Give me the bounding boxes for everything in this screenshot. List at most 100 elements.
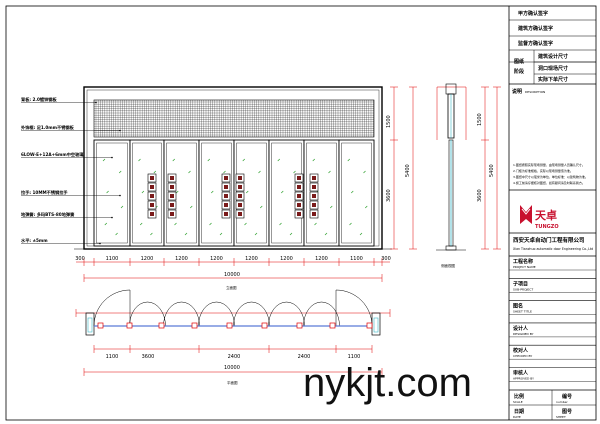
field-1: 工程名称 — [513, 258, 533, 265]
plan-pivots — [97, 322, 373, 329]
elevation-dim: 1100 — [106, 256, 119, 262]
glass-reflection-mark — [258, 170, 261, 174]
scale-label-en: SCALE — [513, 400, 523, 404]
elevation-dim: 1100 — [350, 256, 363, 262]
pivot-marker — [329, 322, 336, 329]
plan-total-width: 10000 — [224, 365, 240, 371]
field-2-en: SUB-PROJECT — [513, 287, 533, 291]
door-panel — [338, 139, 375, 247]
elevation-total-height: 5400 — [405, 164, 411, 177]
callout-4: 拉手: 10MM不锈钢拉手 — [21, 189, 68, 196]
field-3: 图名 — [513, 303, 523, 310]
logo-cn: 天卓 — [535, 208, 557, 222]
glass-reflection-mark — [347, 158, 350, 162]
pivot-marker — [261, 322, 268, 329]
side-height-bottom: 3600 — [477, 189, 483, 202]
scale-label: 比例 — [514, 393, 524, 400]
swing-arc — [198, 301, 235, 327]
glass-reflection-mark — [281, 190, 284, 194]
glass-door-panels — [93, 139, 375, 247]
glass-reflection-mark — [254, 232, 258, 236]
glass-reflection-mark — [174, 222, 177, 226]
glass-reflection-mark — [115, 232, 118, 236]
field-5: 校对人 — [513, 347, 529, 354]
plan-view-name: 平面图 — [227, 380, 238, 385]
glass-reflection-mark — [219, 232, 223, 236]
note-4: 4.施工前请仔细核对图纸，如有疑问请及时联系我方。 — [513, 180, 585, 185]
date-label: 日期 — [514, 408, 524, 415]
sheet-label-en: SHEET — [556, 415, 566, 419]
swing-arc — [93, 289, 131, 327]
glass-reflection-mark — [118, 170, 122, 174]
title-block: 甲方确认签字 建筑方确认签字 监督方确认签字 图纸 阶段 建筑设计尺寸 洞口现场… — [508, 6, 596, 420]
glass-reflection-mark — [242, 158, 245, 162]
glass-reflection-mark — [260, 205, 263, 209]
plan-dim: 3600 — [142, 354, 155, 360]
glass-reflection-mark — [150, 232, 153, 236]
glass-reflection-mark — [184, 232, 188, 236]
field-6-en: APPROVED BY — [513, 377, 534, 381]
description-en: DESCRIPTION — [525, 90, 545, 94]
stage-label-1: 图纸 — [514, 58, 524, 65]
glass-reflection-mark — [102, 158, 106, 162]
callout-1: 背板: 2.0镀锌钢板 — [21, 96, 57, 103]
glass-reflection-mark — [246, 190, 249, 194]
elevation-dim: 300 — [75, 256, 85, 262]
elevation-dim: 1200 — [141, 256, 154, 262]
swing-arc — [163, 301, 200, 327]
elevation-height-top: 1500 — [386, 115, 392, 128]
glass-reflection-mark — [104, 222, 108, 226]
header-panel — [93, 99, 375, 138]
door-swing-arcs — [93, 289, 373, 327]
field-1-en: PROJECT NAME — [513, 265, 536, 269]
pivot-marker — [158, 322, 165, 329]
company-name-cn: 西安天卓自动门工程有限公司 — [513, 236, 585, 244]
swing-arc — [335, 289, 373, 327]
glass-reflection-mark — [120, 205, 124, 209]
glass-reflection-mark — [153, 170, 157, 174]
glass-reflection-mark — [293, 170, 296, 174]
glass-reflection-mark — [351, 190, 354, 194]
pivot-marker — [296, 322, 303, 329]
field-5-en: CHECKED BY — [513, 354, 532, 358]
plan-dim: 2400 — [298, 354, 311, 360]
field-3-en: SHEET TITLE — [513, 310, 532, 314]
swing-arc — [268, 301, 305, 327]
glass-reflection-mark — [279, 222, 282, 226]
field-4-en: DESIGNED BY — [513, 332, 534, 336]
sign-row-1: 甲方确认签字 — [518, 10, 548, 17]
side-height-top: 1500 — [477, 113, 483, 126]
elevation-total-width: 10000 — [224, 272, 240, 278]
callout-3: 6LOW-E+12A+6mm中空玻璃 — [21, 151, 84, 158]
glass-reflection-mark — [176, 190, 179, 194]
glass-reflection-mark — [365, 205, 368, 209]
plan-dim: 1100 — [348, 354, 361, 360]
header-panel-mesh — [94, 100, 374, 137]
side-section: 1500 3600 5400 侧面视图 — [436, 83, 501, 268]
elevation-height-bottom: 3600 — [386, 189, 392, 202]
plan-dim: 2400 — [228, 354, 241, 360]
glass-reflection-mark — [190, 205, 193, 209]
glass-reflection-mark — [244, 222, 247, 226]
elevation-dim: 1200 — [210, 256, 223, 262]
door-panel — [233, 139, 270, 247]
glass-reflection-mark — [314, 222, 317, 226]
glass-reflection-mark — [172, 158, 175, 162]
sign-row-3: 监督方确认签字 — [518, 40, 553, 47]
glass-reflection-mark — [312, 158, 315, 162]
number-label-en: number — [556, 400, 568, 404]
callout-2: 外饰框: 足1.0mm不锈钢板 — [21, 124, 75, 131]
company-name-en: Xian Tianzhuo automatic door Engineering… — [513, 247, 593, 251]
elevation-dim: 1200 — [175, 256, 188, 262]
side-view-name: 侧面视图 — [441, 263, 455, 268]
pivot-marker — [97, 322, 104, 329]
swing-arc — [233, 301, 270, 327]
note-3: 3.图纸中尺寸以毫米为单位，单位标准：以建筑物为准。 — [513, 174, 588, 179]
door-panel — [129, 139, 165, 247]
glass-reflection-mark — [139, 222, 143, 226]
glass-reflection-mark — [138, 158, 141, 162]
callout-5: 地弹簧: 多玛BTS-80地弹簧 — [21, 211, 75, 218]
